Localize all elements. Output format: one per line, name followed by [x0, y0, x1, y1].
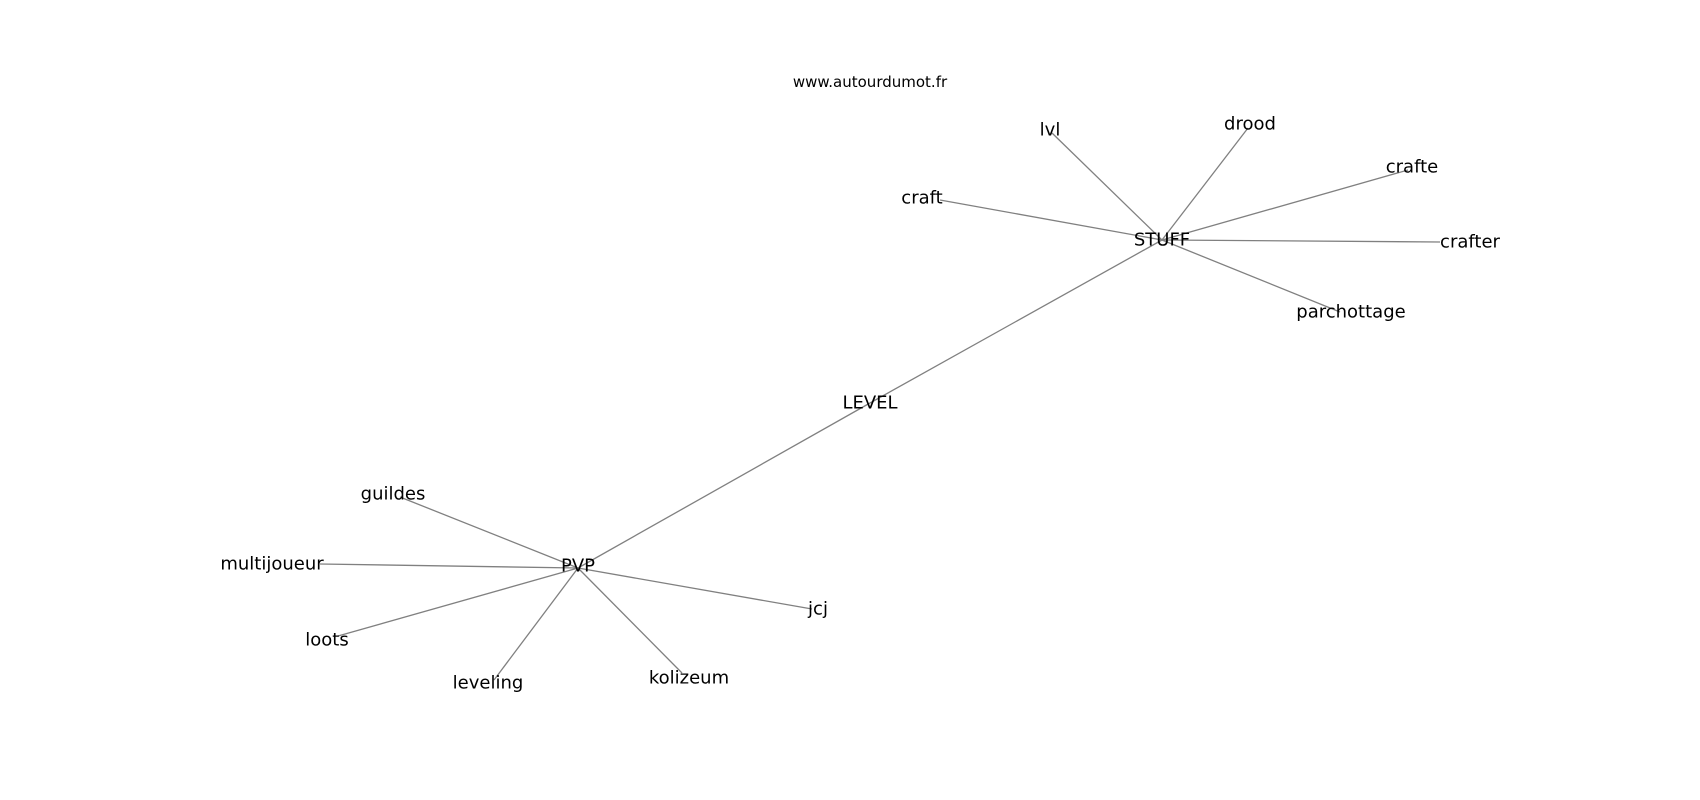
edge-stuff-level	[869, 239, 1163, 404]
edge-stuff-lvl	[1051, 132, 1163, 241]
edge-level-pvp	[577, 402, 871, 569]
edge-stuff-crafte	[1161, 169, 1409, 241]
node-label-kolizeum: kolizeum	[649, 668, 729, 689]
edge-pvp-kolizeum	[577, 567, 683, 674]
edges-layer	[319, 127, 1441, 681]
edge-stuff-parchottage	[1161, 239, 1341, 313]
edge-pvp-leveling	[493, 567, 579, 681]
nodes-layer: STUFF LEVEL PVP lvl drood crafte craft crafter p…	[220, 114, 1500, 694]
node-label-lvl: lvl	[1040, 120, 1061, 141]
node-label-level: LEVEL	[842, 393, 897, 414]
edge-pvp-multijoueur	[319, 563, 579, 569]
node-label-guildes: guildes	[361, 484, 426, 505]
node-label-pvp: PVP	[561, 556, 595, 577]
edge-pvp-jcj	[577, 567, 813, 610]
node-label-jcj: jcj	[807, 599, 828, 620]
watermark-text: www.autourdumot.fr	[793, 73, 948, 91]
node-label-crafte: crafte	[1386, 157, 1438, 178]
node-label-multijoueur: multijoueur	[220, 554, 324, 575]
node-label-crafter: crafter	[1440, 232, 1500, 253]
node-label-loots: loots	[305, 630, 348, 651]
edge-stuff-drood	[1161, 127, 1249, 241]
edge-stuff-craft	[939, 199, 1163, 241]
node-label-stuff: STUFF	[1134, 230, 1190, 251]
node-label-parchottage: parchottage	[1296, 302, 1405, 323]
edge-pvp-guildes	[399, 496, 579, 569]
edge-stuff-crafter	[1161, 239, 1441, 243]
node-label-craft: craft	[901, 188, 942, 209]
node-label-leveling: leveling	[453, 673, 524, 694]
edge-pvp-loots	[337, 567, 579, 637]
node-label-drood: drood	[1224, 114, 1276, 135]
